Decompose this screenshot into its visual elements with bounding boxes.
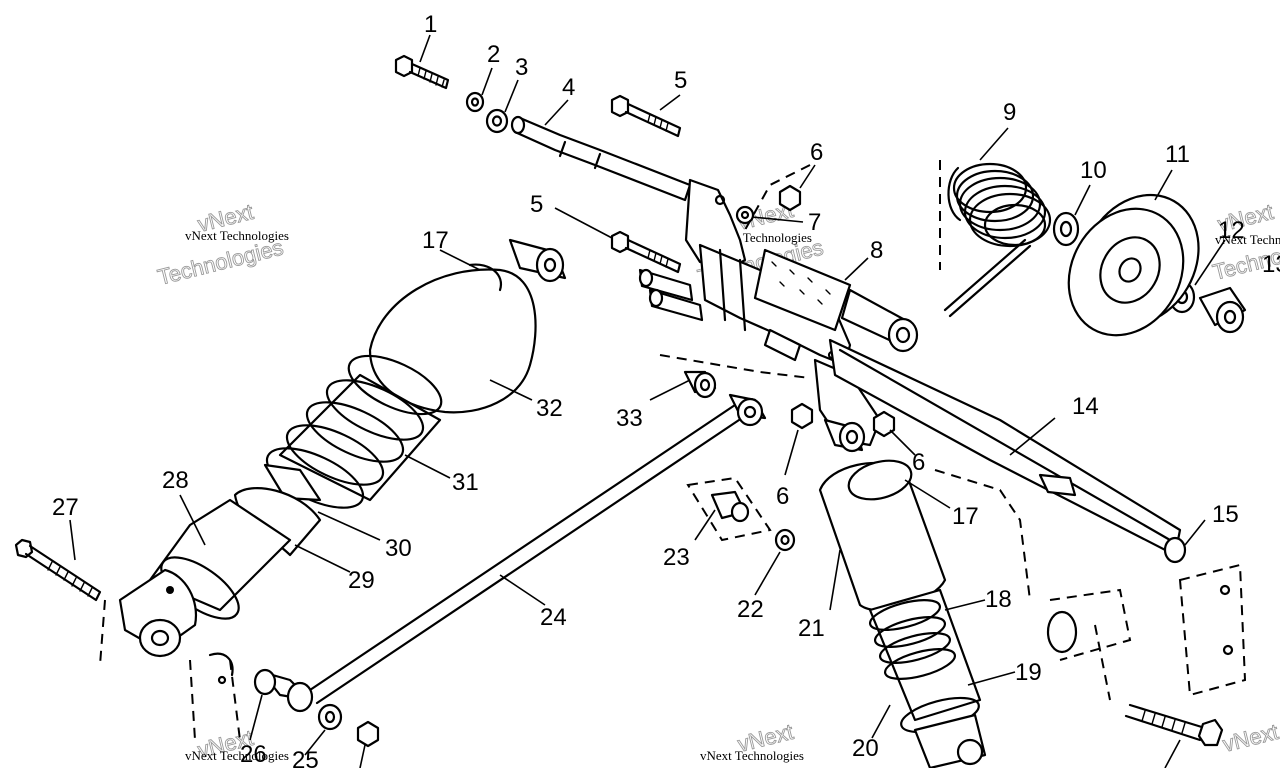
left-bracket-dashed <box>99 599 241 741</box>
watermark-small: vNext Technologies <box>700 748 804 763</box>
part-bolt-1 <box>394 54 450 90</box>
callout-numbers: 1 2 3 4 5 5 6 7 8 9 10 11 12 13 14 15 17… <box>52 11 1280 768</box>
callout-21: 21 <box>798 615 825 642</box>
bolt-lower-right <box>1124 703 1224 747</box>
part-bushing-26 <box>253 668 314 713</box>
callout-30: 30 <box>385 535 412 562</box>
watermark-large-vnext: vNext <box>1220 719 1280 757</box>
part-bolt-27 <box>14 538 102 602</box>
watermark-small: vNext Technologies <box>1215 232 1280 247</box>
callout-17: 17 <box>422 227 449 254</box>
callout-5: 5 <box>530 191 543 218</box>
alignment-lines <box>659 164 1111 701</box>
callout-9: 9 <box>1003 99 1016 126</box>
callout-17: 17 <box>952 503 979 530</box>
part-bolt-5-lower <box>610 230 682 274</box>
callout-15: 15 <box>1212 501 1239 528</box>
watermark-small: vNext Technologies <box>185 228 289 243</box>
part-washer-7 <box>735 205 755 225</box>
part-washer-22 <box>774 528 796 552</box>
callout-23: 23 <box>663 544 690 571</box>
part-eye-bushing-17-upper <box>508 238 567 283</box>
callout-22: 22 <box>737 596 764 623</box>
callout-6: 6 <box>776 483 789 510</box>
right-shock-assembly <box>818 418 987 768</box>
callout-18: 18 <box>985 586 1012 613</box>
callout-25: 25 <box>292 747 319 768</box>
callout-8: 8 <box>870 237 883 264</box>
part-clamp-23 <box>686 476 772 542</box>
callout-6: 6 <box>912 449 925 476</box>
washers-2-3 <box>465 91 509 134</box>
callout-32: 32 <box>536 395 563 422</box>
callout-3: 3 <box>515 54 528 81</box>
callout-12: 12 <box>1218 217 1245 244</box>
part-nuts-6 <box>778 184 896 438</box>
leader-lines <box>69 34 1226 768</box>
callout-27: 27 <box>52 494 79 521</box>
callout-11: 11 <box>1165 141 1190 168</box>
part-long-arm-14 <box>828 338 1187 564</box>
callout-29: 29 <box>348 567 375 594</box>
callout-28: 28 <box>162 467 189 494</box>
left-shock-assembly <box>118 263 537 658</box>
callout-14: 14 <box>1072 393 1099 420</box>
callout-1: 1 <box>424 11 437 38</box>
watermark-small: vNext Technologies <box>185 748 289 763</box>
callout-4: 4 <box>562 74 575 101</box>
part-washer-nut-25 <box>317 703 380 748</box>
part-shaft-4 <box>510 115 692 202</box>
part-spacer-13 <box>1198 286 1247 334</box>
callout-13: 13 <box>1262 251 1280 278</box>
callout-10: 10 <box>1080 157 1107 184</box>
part-bolt-5-upper <box>610 94 682 138</box>
callout-5: 5 <box>674 67 687 94</box>
callout-24: 24 <box>540 604 567 631</box>
part-bushing-8 <box>753 248 919 353</box>
callout-7: 7 <box>808 209 821 236</box>
callout-26: 26 <box>240 741 267 768</box>
callout-2: 2 <box>487 41 500 68</box>
part-bushing-33 <box>683 370 717 399</box>
callout-20: 20 <box>852 735 879 762</box>
part-wheel-11 <box>1067 193 1200 337</box>
callout-6: 6 <box>810 139 823 166</box>
callout-19: 19 <box>1015 659 1042 686</box>
part-rod-24 <box>308 393 767 705</box>
part-bracket-15 <box>1046 563 1247 697</box>
callout-31: 31 <box>452 469 479 496</box>
part-torsion-spring-9 <box>939 160 1052 318</box>
callout-33: 33 <box>616 405 643 432</box>
